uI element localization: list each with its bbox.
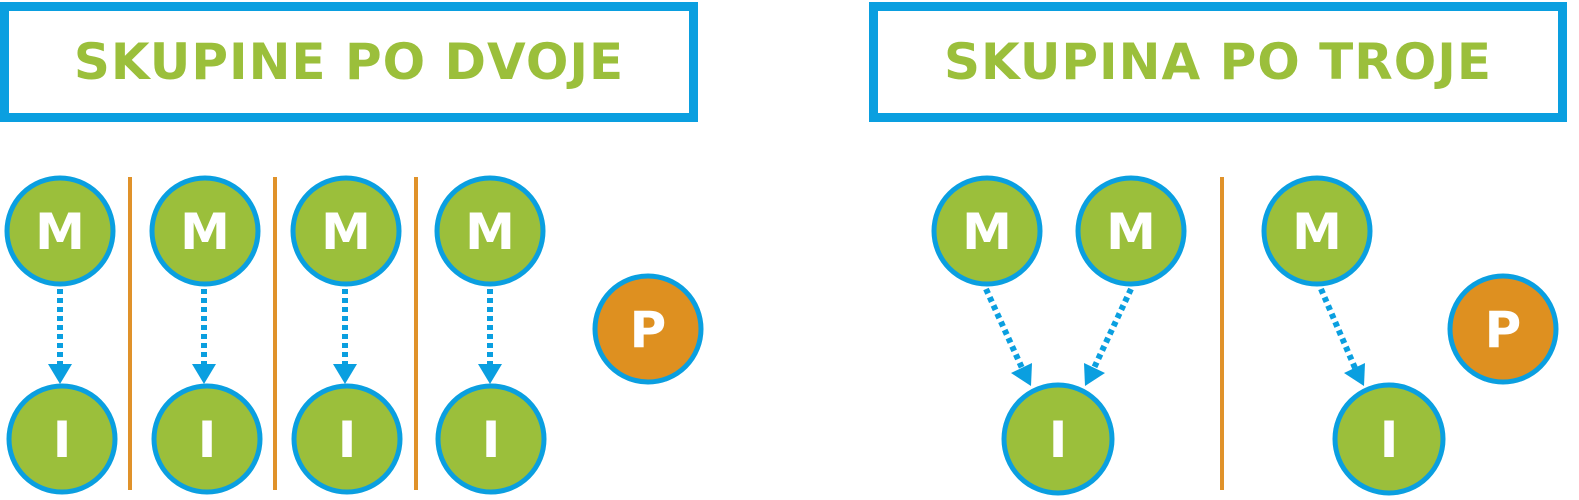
node-i-right-1: I bbox=[1001, 382, 1115, 496]
arrow-left-1 bbox=[48, 289, 72, 384]
arrow-right-1 bbox=[983, 287, 1032, 386]
svg-text:I: I bbox=[1380, 411, 1399, 469]
svg-text:P: P bbox=[630, 301, 667, 359]
svg-text:M: M bbox=[321, 203, 371, 261]
node-p-left: P bbox=[592, 273, 704, 385]
svg-text:M: M bbox=[962, 203, 1012, 261]
svg-text:M: M bbox=[180, 203, 230, 261]
left-title: SKUPINE PO DVOJE bbox=[73, 33, 625, 91]
arrow-left-3 bbox=[333, 289, 357, 384]
node-m-left-1: M bbox=[4, 175, 116, 287]
svg-text:M: M bbox=[465, 203, 515, 261]
arrow-right-2 bbox=[1084, 287, 1134, 386]
node-p-right: P bbox=[1447, 273, 1559, 385]
svg-text:M: M bbox=[1292, 203, 1342, 261]
svg-text:I: I bbox=[338, 411, 357, 469]
node-m-right-1: M bbox=[931, 175, 1043, 287]
svg-text:M: M bbox=[35, 203, 85, 261]
arrow-left-4 bbox=[478, 289, 502, 384]
node-i-left-2: I bbox=[151, 383, 263, 495]
svg-text:I: I bbox=[1049, 411, 1068, 469]
svg-text:I: I bbox=[198, 411, 217, 469]
right-title: SKUPINA PO TROJE bbox=[943, 33, 1493, 91]
node-i-left-1: I bbox=[6, 383, 118, 495]
node-m-right-2: M bbox=[1075, 175, 1187, 287]
svg-text:M: M bbox=[1106, 203, 1156, 261]
node-m-left-2: M bbox=[149, 175, 261, 287]
arrow-right-3 bbox=[1318, 287, 1365, 386]
arrow-left-2 bbox=[192, 289, 216, 384]
title-box-right: SKUPINA PO TROJE bbox=[869, 2, 1567, 122]
node-m-left-3: M bbox=[290, 175, 402, 287]
title-box-left: SKUPINE PO DVOJE bbox=[0, 2, 698, 122]
node-i-right-2: I bbox=[1332, 382, 1446, 496]
node-i-left-4: I bbox=[435, 383, 547, 495]
node-m-left-4: M bbox=[434, 175, 546, 287]
svg-text:P: P bbox=[1485, 301, 1522, 359]
node-i-left-3: I bbox=[291, 383, 403, 495]
svg-text:I: I bbox=[53, 411, 72, 469]
node-m-right-3: M bbox=[1261, 175, 1373, 287]
svg-text:I: I bbox=[482, 411, 501, 469]
